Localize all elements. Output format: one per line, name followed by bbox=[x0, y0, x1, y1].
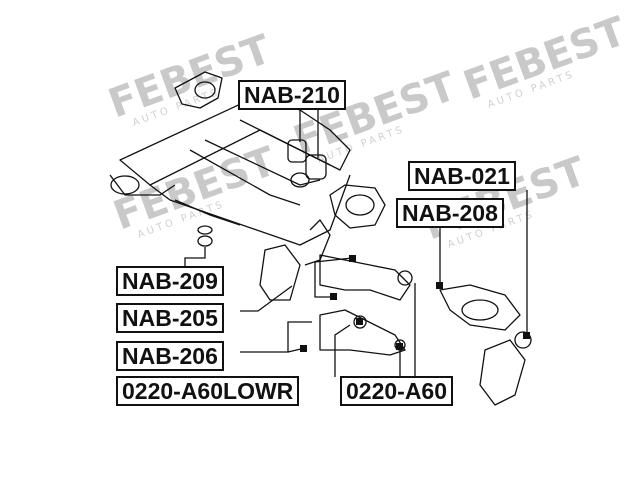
part-label-nab209[interactable]: NAB-209 bbox=[116, 266, 224, 296]
upper-arm bbox=[319, 254, 411, 301]
marker-square bbox=[523, 332, 530, 339]
leader-nab206 bbox=[240, 321, 312, 353]
marker-square bbox=[330, 293, 337, 300]
left-knuckle bbox=[259, 244, 301, 301]
part-label-nab210[interactable]: NAB-210 bbox=[238, 80, 346, 110]
bushing-icon bbox=[353, 315, 367, 329]
watermark-brand: FEBEST bbox=[458, 8, 633, 109]
watermark-brand: FEBEST bbox=[103, 26, 278, 127]
lower-arm bbox=[319, 309, 406, 356]
trailing-arm bbox=[439, 284, 521, 331]
part-label-0220-a60[interactable]: 0220-A60 bbox=[340, 376, 454, 406]
left-mount bbox=[174, 71, 223, 109]
watermark-layer: FEBEST AUTO PARTS FEBEST AUTO PARTS FEBE… bbox=[103, 8, 633, 251]
part-label-nab208[interactable]: NAB-208 bbox=[396, 198, 504, 228]
leader-nab205 bbox=[240, 285, 293, 312]
right-mount bbox=[329, 184, 386, 229]
part-label-nab021[interactable]: NAB-021 bbox=[408, 161, 516, 191]
part-label-0220-a60lowr[interactable]: 0220-A60LOWR bbox=[116, 376, 300, 406]
watermark-right: FEBEST AUTO PARTS bbox=[458, 8, 633, 111]
part-label-nab206[interactable]: NAB-206 bbox=[116, 341, 224, 371]
part-label-nab205[interactable]: NAB-205 bbox=[116, 303, 224, 333]
marker-square bbox=[436, 282, 443, 289]
leader-nab205-b bbox=[314, 262, 332, 298]
leader-nab209 bbox=[184, 247, 206, 267]
leader-lines bbox=[184, 108, 528, 377]
connector-markers bbox=[300, 255, 530, 352]
watermark-brand: FEBEST bbox=[288, 63, 463, 164]
marker-square bbox=[300, 345, 307, 352]
leader-lowr bbox=[334, 324, 351, 377]
marker-square bbox=[396, 343, 403, 350]
right-knuckle bbox=[479, 339, 526, 406]
marker-square bbox=[349, 255, 356, 262]
bushing-icon bbox=[197, 235, 213, 247]
rear-crossmember bbox=[149, 174, 351, 246]
bushing-icon bbox=[305, 154, 327, 180]
marker-square bbox=[356, 318, 363, 325]
bushing-icon bbox=[397, 270, 413, 286]
bushing-icon bbox=[197, 225, 213, 235]
bushing-icon bbox=[287, 139, 307, 163]
